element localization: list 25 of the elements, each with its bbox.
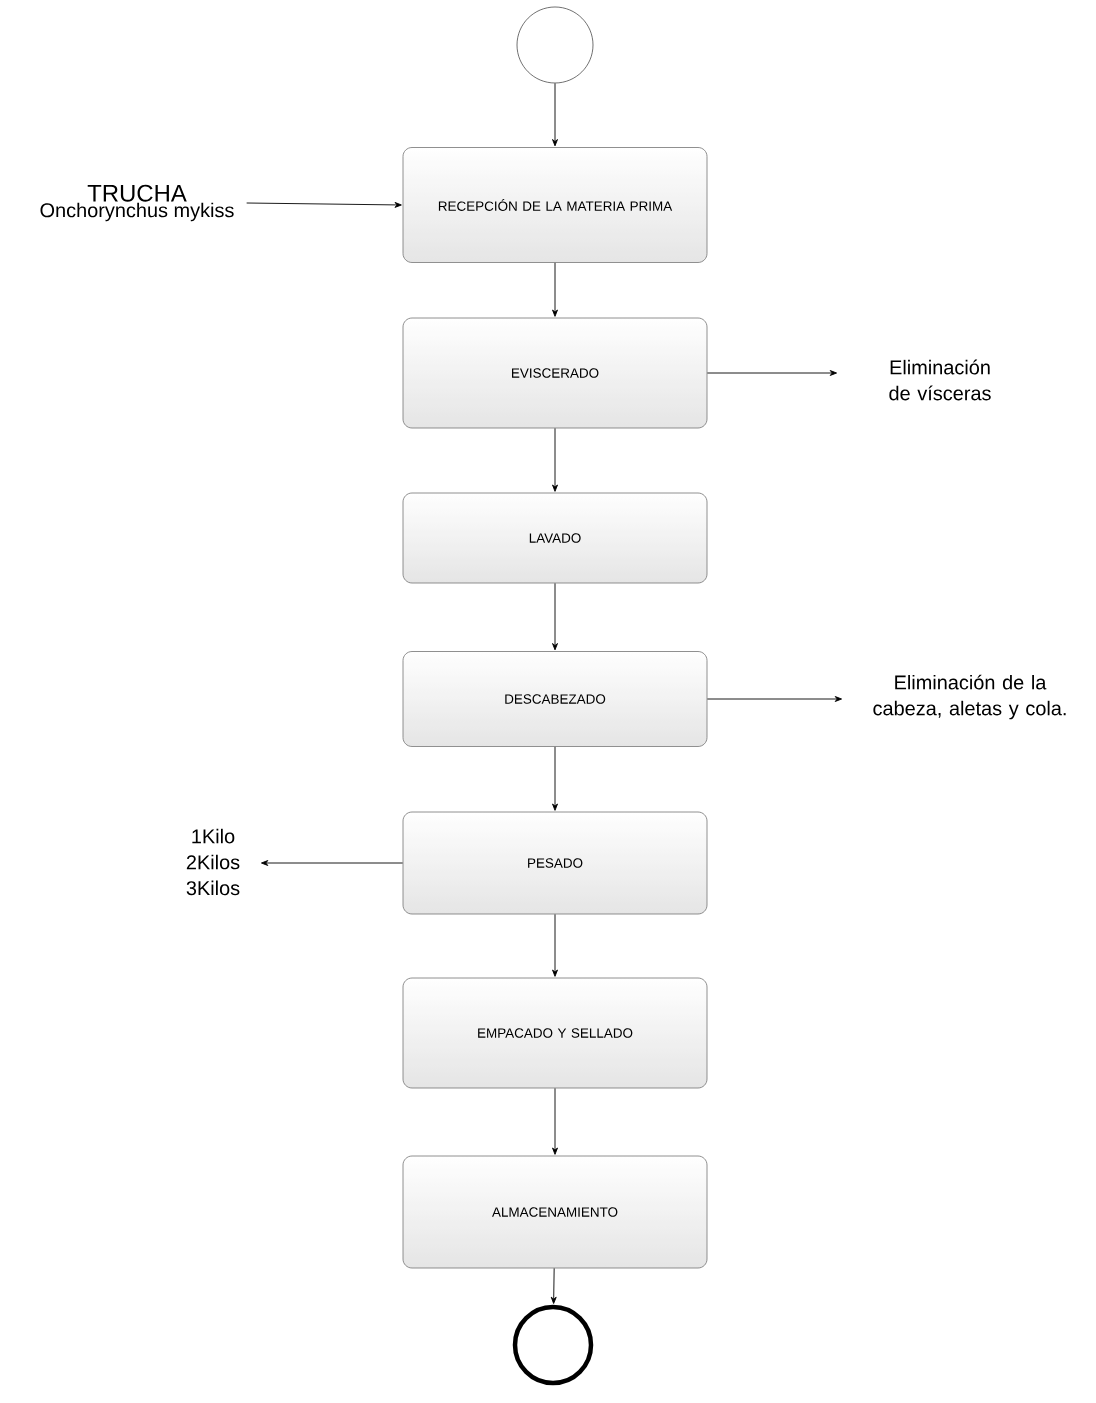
arrow [552, 82, 558, 147]
arrow [706, 696, 843, 702]
process-box: PESADO [402, 811, 708, 915]
arrow [552, 1087, 558, 1155]
side-text: Eliminación de vísceras [889, 359, 991, 401]
process-box: LAVADO [402, 492, 708, 584]
start-circle [516, 6, 594, 84]
end-circle [512, 1304, 594, 1386]
process-box: ALMACENAMIENTO [402, 1155, 708, 1269]
arrow [552, 746, 558, 811]
process-box: EVISCERADO [402, 317, 708, 429]
arrow [261, 860, 404, 866]
process-box: EMPACADO Y SELLADO [402, 977, 708, 1089]
side-text: 1Kilo 2Kilos 3Kilos [186, 828, 240, 896]
process-box: DESCABEZADO [402, 651, 708, 747]
arrow [552, 582, 558, 651]
arrow [706, 370, 838, 376]
side-text: Eliminación de la cabeza, aletas y cola. [873, 674, 1066, 720]
arrow [552, 427, 558, 492]
process-box: RECEPCIÓN DE LA MATERIA PRIMA [402, 147, 708, 263]
arrow [246, 201, 402, 208]
side-text: TRUCHA Onchorynchus mykiss [40, 184, 234, 222]
arrow [552, 262, 558, 317]
arrow [550, 1267, 557, 1304]
arrow [552, 913, 558, 977]
